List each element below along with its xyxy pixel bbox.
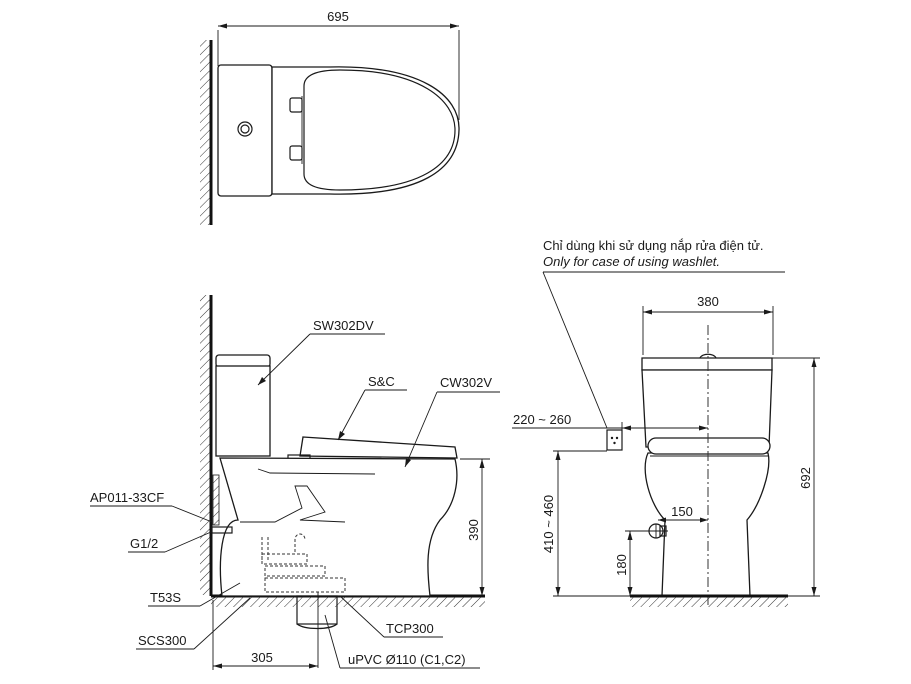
dimension-380: 380 [697, 294, 719, 309]
drain-pipe [296, 595, 338, 625]
label-tcp300: TCP300 [386, 621, 434, 636]
bowl-side [219, 457, 458, 597]
label-t53s: T53S [150, 590, 181, 605]
dimension-220-260: 220 ~ 260 [513, 412, 571, 427]
label-sw302dv: SW302DV [313, 318, 374, 333]
side-view: SW302DV S&C CW302V AP011-33CF G1/2 T53S … [90, 295, 500, 670]
top-view: 695 [200, 9, 460, 225]
flush-button [237, 121, 253, 137]
tank-top [217, 64, 273, 197]
label-upvc-pipe: uPVC Ø110 (C1,C2) [348, 652, 466, 667]
dimension-390: 390 [466, 519, 481, 541]
seat-lid-top [303, 69, 456, 191]
seat-front [647, 437, 771, 455]
bowl-front [644, 452, 770, 597]
label-s-and-c: S&C [368, 374, 395, 389]
dimension-410-460: 410 ~ 460 [541, 495, 556, 553]
label-cw302v: CW302V [440, 375, 492, 390]
dimension-305: 305 [251, 650, 273, 665]
tank-front [641, 369, 773, 448]
stop-valve [211, 526, 233, 534]
electrical-outlet-icon [606, 429, 623, 451]
label-ap011-33cf: AP011-33CF [90, 490, 164, 505]
washlet-note-english: Only for case of using washlet. [543, 254, 720, 269]
washlet-note-vietnamese: Chỉ dùng khi sử dụng nắp rửa điện tử. [543, 238, 764, 253]
dimension-692: 692 [798, 467, 813, 489]
seat-side [299, 436, 458, 459]
dimension-150: 150 [671, 504, 693, 519]
wall-hatch [200, 40, 210, 225]
front-view: Chỉ dùng khi sử dụng nắp rửa điện tử. On… [512, 238, 820, 607]
bowl-top [271, 66, 460, 195]
dimension-180: 180 [614, 554, 629, 576]
label-scs300: SCS300 [138, 633, 186, 648]
dimension-695: 695 [327, 9, 349, 24]
label-g1-2: G1/2 [130, 536, 158, 551]
